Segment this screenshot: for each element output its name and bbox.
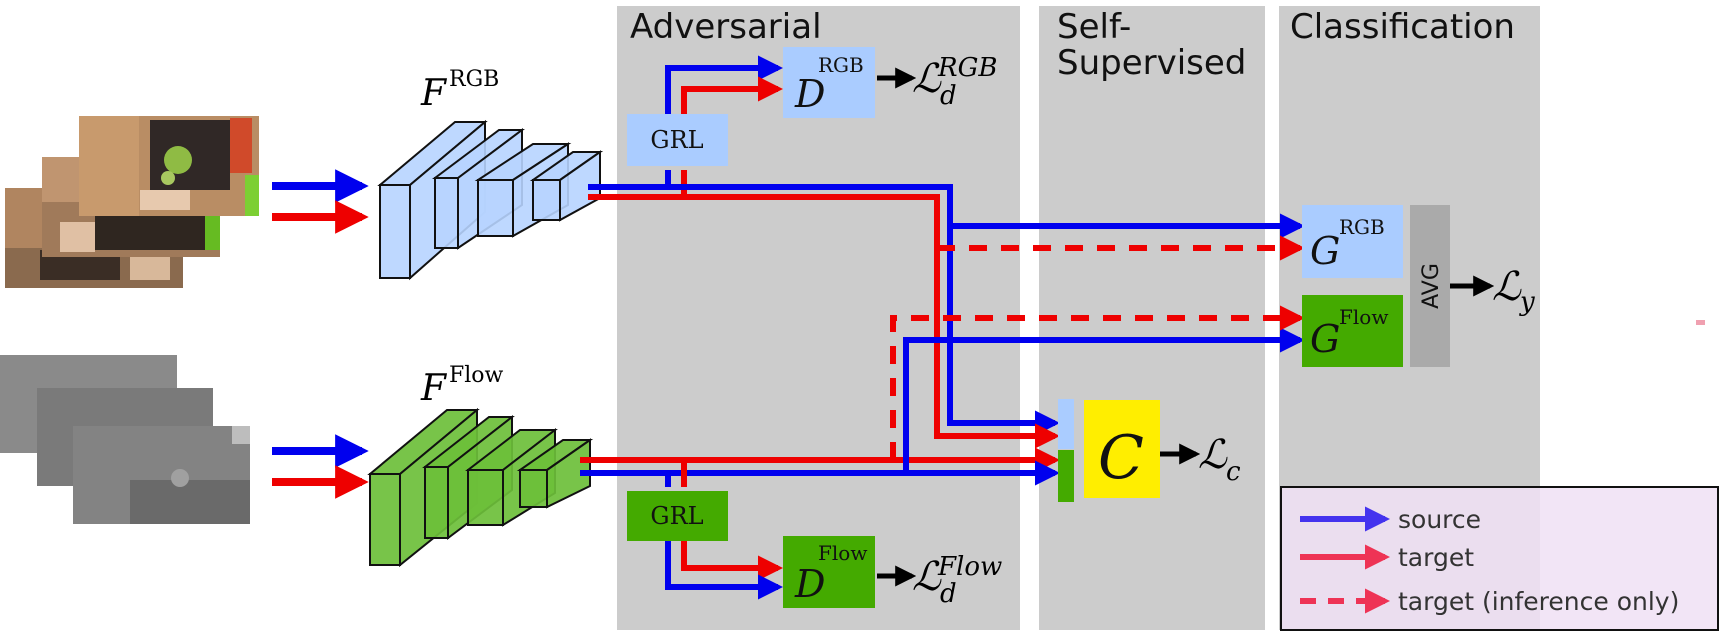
classifier-c-label: C xyxy=(1098,423,1144,493)
rgb-target-to-c-line xyxy=(588,194,1061,449)
f-rgb-label: F xyxy=(420,73,448,114)
grl-flow-label: GRL xyxy=(650,502,703,530)
f-flow-superscript: Flow xyxy=(449,363,504,388)
loss-d-flow-subscript: d xyxy=(940,579,957,609)
legend-target-inference-label: target (inference only) xyxy=(1398,587,1679,616)
loss-d-rgb-superscript: RGB xyxy=(937,53,997,83)
flow-feature-extractor xyxy=(367,407,594,568)
discriminator-rgb-letter: D xyxy=(794,72,825,116)
grl-rgb-block xyxy=(627,114,728,166)
f-flow-label: F xyxy=(420,368,448,409)
loss-y-subscript: y xyxy=(1519,287,1535,317)
rgb-extractor-block-4 xyxy=(529,150,604,222)
loss-d-flow-symbol: ℒ xyxy=(912,554,942,600)
legend-target-label: target xyxy=(1398,543,1474,572)
classifier-g-rgb-superscript: RGB xyxy=(1339,215,1385,239)
rgb-source-to-classifier-line xyxy=(588,184,1306,239)
self-supervised-panel-title-line2: Supervised xyxy=(1057,43,1246,83)
flow-source-to-classifier-line xyxy=(903,327,1306,473)
discriminator-rgb-block xyxy=(783,47,875,118)
rgb-frame-1 xyxy=(79,116,259,216)
classifier-g-flow-letter: G xyxy=(1310,317,1340,361)
classifier-g-flow-block xyxy=(1302,295,1403,367)
grl-rgb-label: GRL xyxy=(650,126,703,154)
c-input-rgb-strip xyxy=(1058,399,1074,449)
discriminator-rgb-superscript: RGB xyxy=(818,53,864,77)
rgb-source-to-c-line xyxy=(947,226,1061,436)
flow-target-dashed-to-classifier xyxy=(890,305,1306,460)
legend: source target target (inference only) xyxy=(1280,486,1719,631)
discriminator-flow-block xyxy=(783,536,875,608)
loss-d-rgb-symbol: ℒ xyxy=(912,56,942,102)
stray-mark xyxy=(1696,320,1705,325)
loss-d-flow-superscript: Flow xyxy=(937,552,1002,582)
grl-flow-block xyxy=(627,491,728,541)
grl-rgb-source-to-d-line xyxy=(665,55,784,114)
grl-rgb-target-to-d-line xyxy=(681,76,784,114)
loss-y-symbol: ℒ xyxy=(1492,264,1522,310)
legend-source-label: source xyxy=(1398,505,1481,534)
f-rgb-superscript: RGB xyxy=(449,67,499,92)
grl-flow-source-to-d-line xyxy=(665,541,784,600)
classification-panel-title: Classification xyxy=(1290,7,1515,47)
classifier-g-rgb-block xyxy=(1302,205,1403,278)
grl-flow-target-to-d-line xyxy=(681,541,784,581)
classifier-c-block xyxy=(1084,400,1160,498)
self-supervised-panel-title-line1: Self- xyxy=(1057,7,1131,47)
discriminator-flow-letter: D xyxy=(794,562,825,606)
flow-frame-stack xyxy=(0,355,250,524)
loss-c-subscript: c xyxy=(1226,457,1241,487)
avg-label: AVG xyxy=(1419,263,1444,309)
flow-extractor-block-4 xyxy=(516,438,594,509)
discriminator-flow-superscript: Flow xyxy=(818,541,867,565)
loss-d-rgb-subscript: d xyxy=(940,81,957,111)
c-input-flow-strip xyxy=(1058,450,1074,502)
classifier-g-flow-superscript: Flow xyxy=(1339,305,1388,329)
avg-block xyxy=(1410,205,1450,367)
rgb-feature-extractor xyxy=(377,119,604,281)
flow-frame-1 xyxy=(73,426,250,524)
rgb-frame-stack xyxy=(5,116,259,288)
classifier-g-rgb-letter: G xyxy=(1310,229,1340,273)
adversarial-panel-title: Adversarial xyxy=(630,7,822,47)
loss-c-symbol: ℒ xyxy=(1198,432,1228,478)
